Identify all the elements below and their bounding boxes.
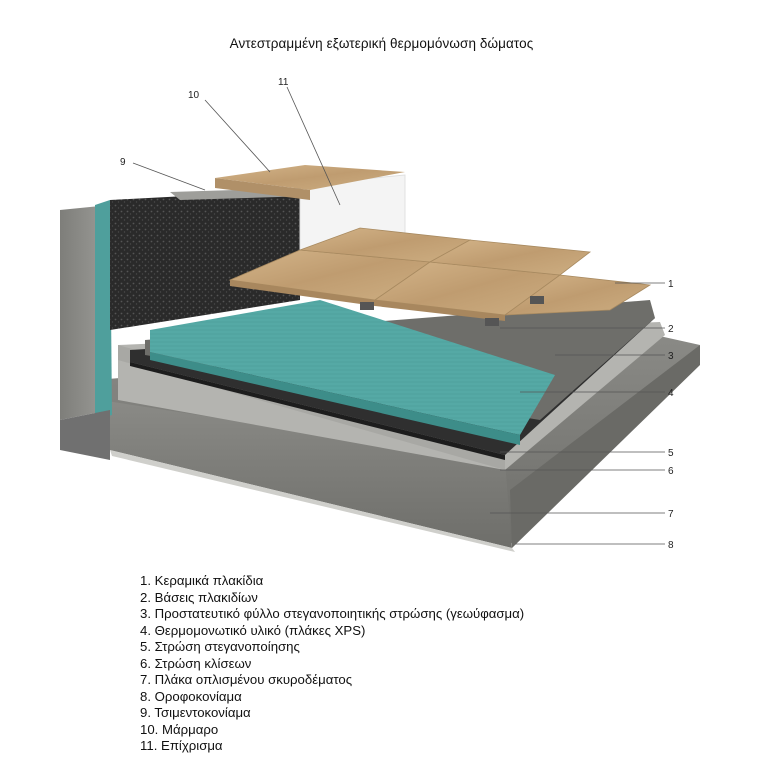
legend-item: 9. Τσιμεντοκονίαμα (140, 705, 251, 720)
legend-item: 10. Μάρμαρο (140, 721, 219, 737)
diagram-title: Αντεστραμμένη εξωτερική θερμομόνωση δώμα… (229, 36, 534, 51)
legend-list: 1. Κεραμικά πλακίδια 2. Βάσεις πλακιδίων… (140, 573, 524, 755)
legend-item: 4. Θερμομονωτικό υλικό (πλάκες XPS) (140, 622, 366, 638)
legend-item: 11. Επίχρισμα (140, 738, 223, 753)
callout-number: 1 (668, 279, 674, 290)
legend-item: 6. Στρώση κλίσεων (140, 655, 252, 671)
legend-item: 2. Βάσεις πλακιδίων (140, 589, 258, 605)
callout-number: 10 (188, 90, 200, 101)
callout-number: 7 (668, 509, 674, 520)
tile-pedestal (360, 302, 374, 310)
callout-number: 8 (668, 540, 674, 551)
callout-number: 9 (120, 157, 126, 168)
callout-number: 2 (668, 324, 674, 335)
ceramic-tiles (228, 227, 652, 326)
legend-item: 3. Προστατευτικό φύλλο στεγανοποιητικής … (140, 606, 525, 621)
xps-insulation-layer (150, 300, 555, 445)
tile-pedestal (530, 296, 544, 304)
callout-number: 3 (668, 351, 674, 362)
marble-coping (170, 165, 405, 200)
callout-number: 11 (278, 77, 289, 88)
legend-item: 5. Στρώση στεγανοποίησης (140, 639, 300, 654)
tile-pedestal (485, 318, 499, 326)
callout-number: 6 (668, 466, 674, 477)
callout-number: 5 (668, 448, 674, 459)
callout-number: 4 (668, 388, 674, 399)
callout-lines (132, 86, 665, 545)
legend-item: 7. Πλάκα οπλισμένου σκυροδέματος (140, 672, 353, 687)
legend-item: 8. Οροφοκονίαμα (140, 688, 242, 704)
legend-item: 1. Κεραμικά πλακίδια (140, 573, 264, 588)
roof-insulation-diagram: 1 2 3 4 5 6 7 8 9 10 11 (60, 77, 700, 552)
